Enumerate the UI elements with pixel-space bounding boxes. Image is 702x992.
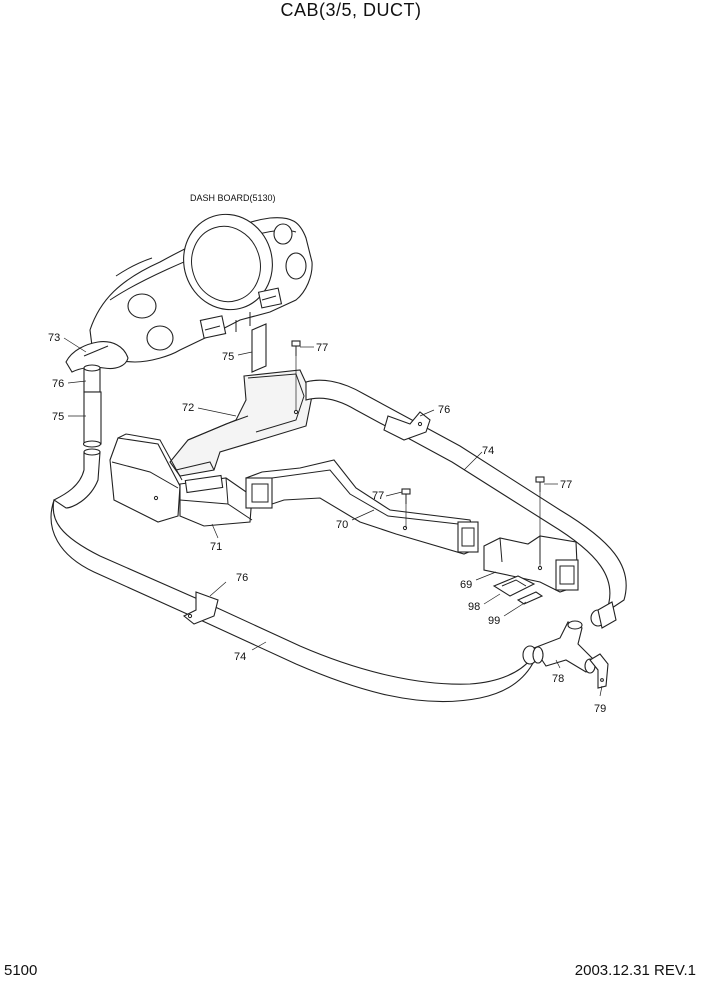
callout-77: 77 [560, 479, 572, 491]
duct-72 [169, 369, 313, 477]
callout-99: 99 [488, 615, 500, 627]
dash-board-label: DASH BOARD(5130) [190, 193, 276, 203]
clamp-79 [589, 653, 609, 689]
callout-78: 78 [552, 673, 564, 685]
duct-71 [109, 433, 253, 527]
page-number: 5100 [4, 962, 38, 979]
t-fitting-78 [532, 620, 596, 674]
callout-75: 75 [222, 351, 234, 363]
page-title: CAB(3/5, DUCT) [280, 0, 422, 20]
clip-98 [492, 575, 536, 597]
callout-69: 69 [460, 579, 472, 591]
callout-72: 72 [182, 402, 194, 414]
callout-79: 79 [594, 703, 606, 715]
callout-71: 71 [210, 541, 222, 553]
hose-74 [50, 379, 627, 703]
callout-76: 76 [236, 572, 248, 584]
clamp-76-front [182, 591, 219, 625]
bolt-77-a [291, 340, 301, 356]
callout-74: 74 [234, 651, 246, 663]
callout-98: 98 [468, 601, 480, 613]
duct-75-riser [251, 323, 267, 373]
callout-75: 75 [52, 411, 64, 423]
pad-99 [516, 591, 544, 605]
callout-77: 77 [316, 342, 328, 354]
bolt-77-b [401, 488, 411, 504]
callout-76: 76 [52, 378, 64, 390]
callout-76: 76 [438, 404, 450, 416]
revision-date: 2003.12.31 REV.1 [574, 962, 696, 979]
dash-board [89, 213, 313, 363]
duct-70 [245, 459, 479, 555]
callout-70: 70 [336, 519, 348, 531]
callouts: 73 76 75 75 77 72 76 74 77 77 70 71 69 9… [48, 332, 606, 715]
bolt-77-c [535, 476, 545, 492]
callout-77: 77 [372, 490, 384, 502]
leader-lines [63, 337, 603, 697]
callout-74: 74 [482, 445, 494, 457]
vent-nozzle-73 [65, 341, 129, 448]
callout-73: 73 [48, 332, 60, 344]
clamp-76-rear [383, 411, 431, 441]
